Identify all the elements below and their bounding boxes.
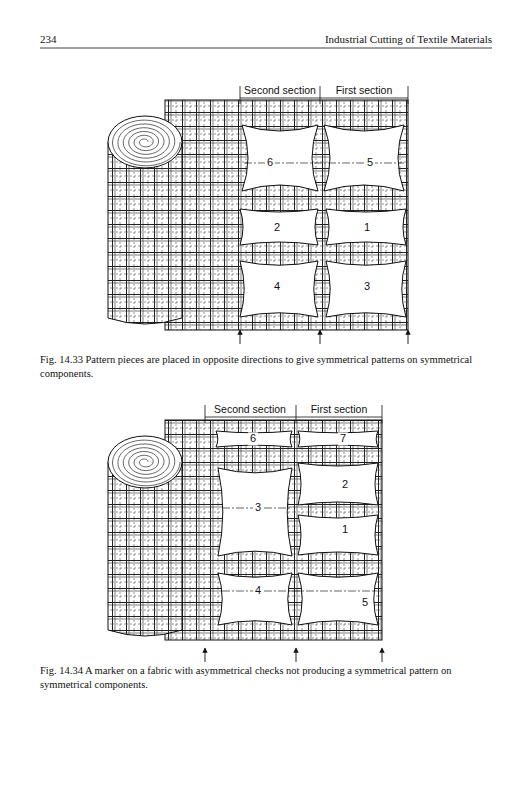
section-tick bbox=[382, 405, 383, 423]
pattern-piece bbox=[324, 125, 404, 191]
pattern-piece bbox=[240, 209, 318, 245]
page-header: Industrial Cutting of Textile Materials bbox=[325, 33, 492, 46]
pattern-piece bbox=[216, 431, 292, 447]
pattern-piece bbox=[298, 431, 378, 447]
cut-arrow bbox=[408, 330, 409, 344]
cut-arrow bbox=[382, 648, 383, 662]
pattern-piece bbox=[218, 573, 292, 625]
pattern-piece bbox=[326, 209, 406, 245]
fabric-sheet bbox=[165, 420, 382, 640]
piece-number: 5 bbox=[365, 156, 375, 169]
cut-arrow bbox=[296, 648, 297, 662]
piece-number: 4 bbox=[253, 584, 263, 597]
piece-number: 2 bbox=[340, 478, 350, 491]
pattern-piece bbox=[298, 463, 378, 505]
section-label: Second section bbox=[242, 84, 318, 97]
pattern-piece bbox=[242, 125, 318, 191]
piece-number: 4 bbox=[272, 280, 282, 293]
piece-number: 2 bbox=[272, 221, 282, 234]
section-bracket bbox=[205, 417, 382, 418]
page-header: 234 bbox=[40, 33, 57, 46]
pattern-piece bbox=[298, 515, 378, 555]
section-label: First section bbox=[309, 403, 370, 416]
fabric-roll bbox=[108, 142, 182, 324]
piece-number: 7 bbox=[338, 432, 348, 445]
pattern-piece bbox=[240, 261, 318, 317]
pattern-piece bbox=[218, 468, 292, 556]
piece-number: 5 bbox=[360, 596, 370, 609]
section-bracket bbox=[240, 98, 408, 99]
piece-number: 6 bbox=[265, 156, 275, 169]
pattern-piece bbox=[326, 261, 406, 317]
pattern-piece bbox=[298, 573, 378, 625]
roll-spiral bbox=[113, 120, 181, 166]
section-tick bbox=[296, 405, 297, 423]
section-label: First section bbox=[334, 84, 395, 97]
figure-caption: Fig. 14.34 A marker on a fabric with asy… bbox=[40, 664, 492, 692]
piece-number: 1 bbox=[340, 523, 350, 536]
section-label: Second section bbox=[212, 403, 288, 416]
cut-arrow bbox=[205, 648, 206, 662]
roll-spiral bbox=[113, 440, 181, 486]
piece-number: 3 bbox=[253, 501, 263, 514]
grain-line bbox=[222, 591, 376, 592]
cut-arrow bbox=[240, 330, 241, 344]
section-tick bbox=[320, 86, 321, 104]
section-tick bbox=[205, 405, 206, 423]
cut-arrow bbox=[320, 330, 321, 344]
piece-number: 3 bbox=[362, 280, 372, 293]
piece-number: 6 bbox=[248, 432, 258, 445]
section-tick bbox=[408, 86, 409, 104]
fabric-sheet bbox=[165, 100, 408, 330]
section-tick bbox=[240, 86, 241, 104]
roll-end bbox=[108, 436, 182, 488]
figure-caption: Fig. 14.33 Pattern pieces are placed in … bbox=[40, 353, 492, 381]
roll-end bbox=[108, 116, 182, 168]
piece-number: 1 bbox=[362, 221, 372, 234]
